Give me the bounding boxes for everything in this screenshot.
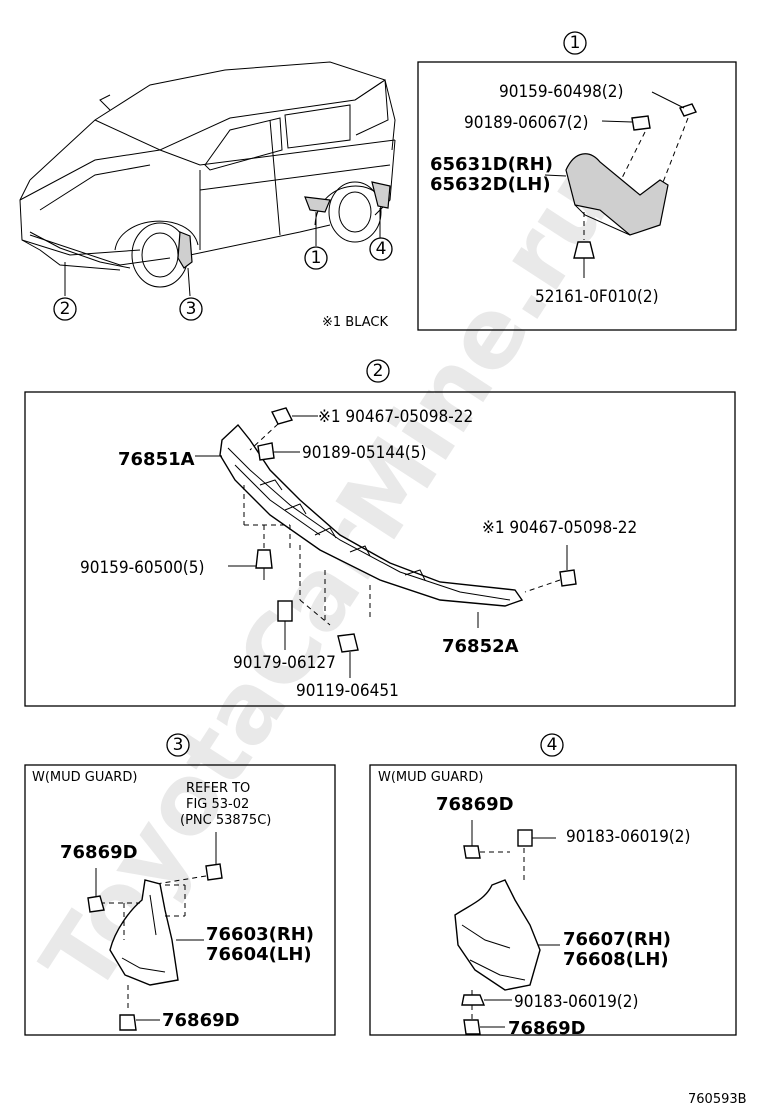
part-label-90467-05098-22-right[interactable]: ※1 90467-05098-22 xyxy=(482,518,637,538)
section-4-header: W(MUD GUARD) xyxy=(378,770,483,785)
section-1-frame xyxy=(417,61,737,331)
section-1-number: 1 xyxy=(563,31,587,55)
part-label-76604[interactable]: 76604(LH) xyxy=(206,944,312,965)
part-label-90159-60500[interactable]: 90159-60500(5) xyxy=(80,558,204,578)
part-label-76603[interactable]: 76603(RH) xyxy=(206,924,314,945)
part-label-90119-06451[interactable]: 90119-06451 xyxy=(296,681,399,701)
figure-code: 760593B xyxy=(688,1092,747,1107)
part-label-90159-60498[interactable]: 90159-60498(2) xyxy=(499,82,623,102)
refer-line-2: FIG 53-02 xyxy=(186,797,249,812)
part-label-76607[interactable]: 76607(RH) xyxy=(563,929,671,950)
section-1-parts-illustration xyxy=(544,91,697,278)
part-label-65631d[interactable]: 65631D(RH) xyxy=(430,154,553,175)
svg-text:1: 1 xyxy=(570,33,581,53)
part-label-90183-06019-upper[interactable]: 90183-06019(2) xyxy=(566,827,690,847)
callout-4-overview[interactable]: 4 xyxy=(369,237,393,261)
watermark: ToyotaCarMine.ru xyxy=(20,151,634,1013)
svg-text:4: 4 xyxy=(547,735,558,755)
callout-3-overview[interactable]: 3 xyxy=(179,297,203,321)
section-2-spoiler-illustration xyxy=(195,407,577,678)
section-3-mudguard-illustration xyxy=(87,832,223,1031)
refer-line-3: (PNC 53875C) xyxy=(180,813,271,828)
note-black: ※1 BLACK xyxy=(322,315,388,330)
section-3-number: 3 xyxy=(166,733,190,757)
svg-text:4: 4 xyxy=(376,239,387,259)
part-label-65632d[interactable]: 65632D(LH) xyxy=(430,174,551,195)
part-label-76869d-upper-4[interactable]: 76869D xyxy=(436,794,514,815)
part-label-90189-06067[interactable]: 90189-06067(2) xyxy=(464,113,588,133)
part-label-76851a[interactable]: 76851A xyxy=(118,449,195,470)
section-2-frame xyxy=(24,391,736,707)
svg-text:2: 2 xyxy=(60,299,71,319)
svg-text:2: 2 xyxy=(373,361,384,381)
callout-1-overview[interactable]: 1 xyxy=(304,246,328,270)
section-4-mudguard-illustration xyxy=(454,820,560,1035)
part-label-90179-06127[interactable]: 90179-06127 xyxy=(233,653,336,673)
svg-text:3: 3 xyxy=(186,299,197,319)
part-label-90183-06019-lower[interactable]: 90183-06019(2) xyxy=(514,992,638,1012)
refer-line-1: REFER TO xyxy=(186,781,250,796)
car-overview-illustration xyxy=(19,61,396,297)
section-4-number: 4 xyxy=(540,733,564,757)
svg-text:3: 3 xyxy=(173,735,184,755)
callout-2-overview[interactable]: 2 xyxy=(53,297,77,321)
part-label-76869d-upper[interactable]: 76869D xyxy=(60,842,138,863)
section-3-frame xyxy=(24,764,336,1036)
part-label-76869d-lower[interactable]: 76869D xyxy=(162,1010,240,1031)
part-label-76852a[interactable]: 76852A xyxy=(442,636,519,657)
part-label-90467-05098-22-top[interactable]: ※1 90467-05098-22 xyxy=(318,407,473,427)
part-label-90189-05144[interactable]: 90189-05144(5) xyxy=(302,443,426,463)
part-label-76869d-lower-4[interactable]: 76869D xyxy=(508,1018,586,1039)
part-label-76608[interactable]: 76608(LH) xyxy=(563,949,669,970)
section-4-frame xyxy=(369,764,737,1036)
section-3-header: W(MUD GUARD) xyxy=(32,770,137,785)
section-2-number: 2 xyxy=(366,359,390,383)
part-label-52161-0f010[interactable]: 52161-0F010(2) xyxy=(535,287,659,307)
svg-text:1: 1 xyxy=(311,248,322,268)
